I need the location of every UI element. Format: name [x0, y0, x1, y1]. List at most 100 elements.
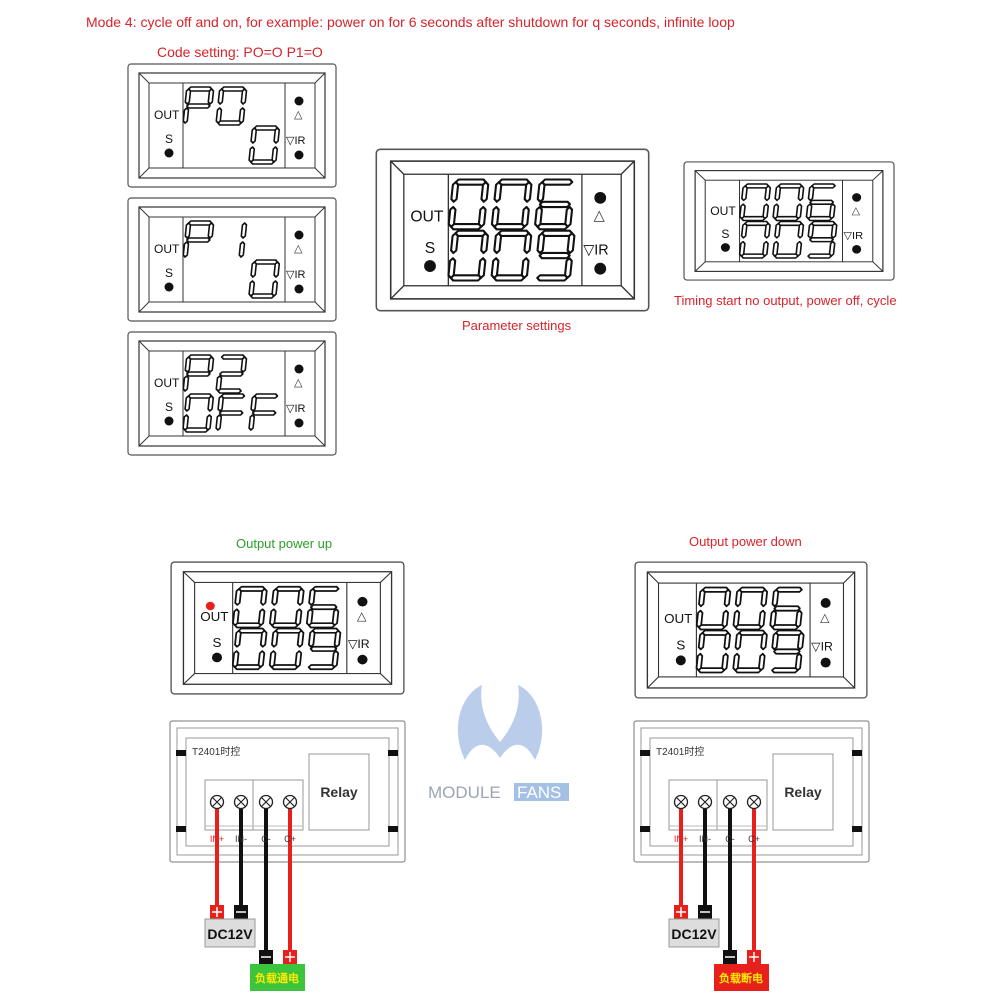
seven-seg-digit	[739, 183, 772, 222]
terminal-label: IN+	[674, 834, 688, 844]
seven-seg-digit	[738, 220, 771, 259]
seven-seg-digit	[732, 586, 769, 631]
down-ir-label: ▽IR	[286, 269, 306, 281]
seven-seg-digit	[248, 259, 281, 299]
bottom-row-digits	[447, 229, 576, 282]
s-button[interactable]	[211, 652, 223, 663]
parameter-caption: Parameter settings	[462, 318, 572, 333]
relay-box	[308, 753, 370, 831]
s-label: S	[425, 240, 435, 257]
top-row-digits	[182, 220, 248, 258]
relay-label: Relay	[784, 784, 822, 800]
terminal-label: C+	[748, 834, 760, 844]
up-button[interactable]	[357, 596, 368, 607]
load-box	[250, 964, 305, 991]
s-button[interactable]	[675, 655, 686, 666]
seven-seg-digit	[182, 86, 215, 124]
out-led	[205, 601, 215, 611]
seven-seg-digit	[447, 178, 490, 231]
up-arrow-icon: △	[294, 243, 303, 255]
down-button[interactable]	[820, 657, 831, 668]
up-arrow-icon: △	[594, 208, 605, 224]
down-button[interactable]	[852, 245, 862, 254]
s-button[interactable]	[424, 260, 436, 272]
up-button[interactable]	[294, 364, 304, 374]
top-row-digits	[739, 183, 836, 222]
out-label: OUT	[200, 609, 228, 624]
down-button[interactable]	[594, 262, 607, 275]
seven-seg-digit	[772, 183, 805, 222]
seven-seg-digit	[536, 229, 576, 282]
seven-seg-digit	[490, 229, 533, 282]
timing-caption: Timing start no output, power off, cycle	[674, 293, 897, 308]
dc-supply	[204, 918, 256, 948]
load-label: 负载断电	[719, 971, 763, 985]
seven-seg-digit	[695, 586, 732, 631]
up-arrow-icon: △	[852, 205, 861, 217]
terminal-label: IN+	[210, 834, 224, 844]
seven-seg-digit	[248, 393, 279, 431]
down-ir-label: ▽IR	[286, 135, 306, 147]
down-ir-label: ▽IR	[348, 637, 370, 651]
top-row-digits	[447, 178, 574, 231]
s-label: S	[676, 637, 685, 652]
moduleFans-logo: MODULE FANS	[428, 685, 569, 802]
s-button[interactable]	[164, 282, 174, 292]
seven-seg-digit	[231, 627, 268, 671]
seven-seg-digit	[771, 629, 805, 674]
down-ir-label: ▽IR	[583, 242, 608, 258]
up-button[interactable]	[294, 230, 304, 240]
relay-box	[772, 753, 834, 831]
top-row-digits	[695, 586, 803, 631]
mode-title: Mode 4: cycle off and on, for example: p…	[86, 14, 735, 30]
down-ir-label: ▽IR	[811, 639, 833, 653]
down-button[interactable]	[294, 418, 304, 428]
bottom-row-digits	[182, 393, 279, 433]
out-label: OUT	[410, 208, 444, 225]
out-label: OUT	[664, 611, 692, 626]
seven-seg-digit	[772, 220, 805, 259]
down-button[interactable]	[294, 150, 304, 160]
s-label: S	[721, 227, 729, 241]
seven-seg-digit	[238, 222, 248, 258]
up-button[interactable]	[294, 96, 304, 106]
s-button[interactable]	[164, 148, 174, 158]
seven-seg-digit	[307, 627, 342, 671]
terminal-label: C+	[284, 834, 296, 844]
power-up-caption: Output power up	[236, 536, 333, 551]
top-row-digits	[182, 86, 248, 126]
seven-seg-digit	[215, 393, 246, 431]
seven-seg-digit	[490, 178, 533, 231]
bottom-row-digits	[231, 627, 342, 671]
s-label: S	[165, 132, 173, 146]
seven-seg-digit	[807, 220, 838, 259]
seven-seg-digit	[269, 585, 305, 629]
s-button[interactable]	[720, 243, 730, 252]
up-button[interactable]	[852, 193, 862, 202]
display-parameter: OUT S △ ▽IR	[375, 148, 650, 312]
seven-seg-digit	[248, 125, 281, 165]
up-button[interactable]	[820, 597, 831, 608]
seven-seg-digit	[732, 629, 768, 674]
svg-text:FANS: FANS	[517, 783, 561, 802]
seven-seg-digit	[695, 629, 732, 674]
out-label: OUT	[154, 242, 180, 256]
terminal-label: C-	[725, 834, 735, 844]
seven-seg-digit	[447, 229, 490, 282]
down-button[interactable]	[357, 654, 368, 665]
bottom-row-digits	[695, 629, 805, 674]
s-button[interactable]	[164, 416, 174, 426]
up-arrow-icon: △	[294, 109, 303, 121]
out-label: OUT	[154, 376, 180, 390]
up-button[interactable]	[594, 191, 607, 204]
down-button[interactable]	[294, 284, 304, 294]
s-label: S	[165, 400, 173, 414]
